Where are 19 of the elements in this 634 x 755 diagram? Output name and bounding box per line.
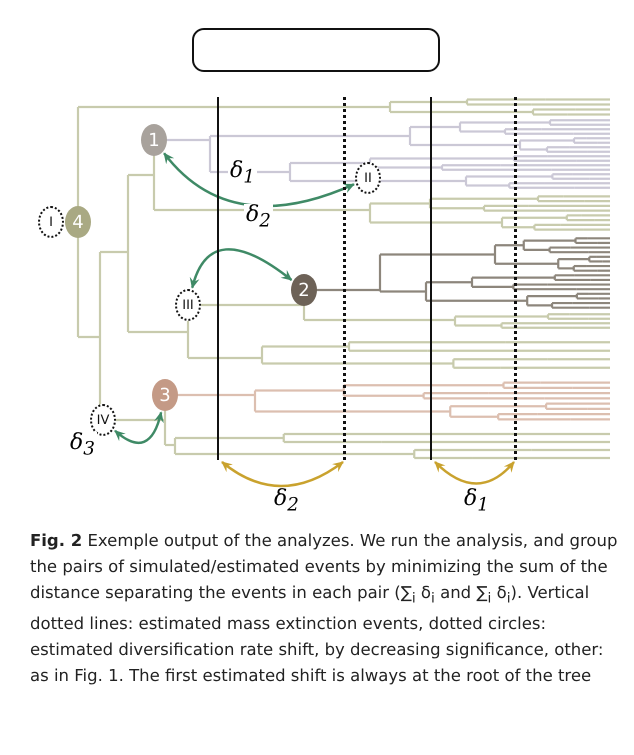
node-circle: 4 bbox=[65, 206, 91, 238]
title-box bbox=[192, 28, 440, 72]
figure-caption: Fig. 2 Exemple output of the analyzes. We run the analysis, and group the pairs of simulated/estimated events by minimizing the sum of the distance separating the events in each pair (∑$_{i}$ δ$_{i}$ and ∑$_{i}$ δ$_{i}$). Vertical dotted lines: estimated mass extinction events, dotted circles: estimated diversification rate shift, by decreasing significance, other: as in Fig. 1. The first estimated shift is always at the root of the tree bbox=[30, 530, 618, 688]
double-arrow bbox=[221, 460, 344, 488]
solid-vertical-line bbox=[217, 97, 220, 460]
double-arrow bbox=[434, 461, 515, 485]
double-arrow bbox=[114, 411, 164, 444]
dotted-circle: IV bbox=[90, 404, 116, 436]
node-circle: 1 bbox=[141, 124, 167, 156]
node-circle: 3 bbox=[152, 379, 178, 411]
dotted-circle: III bbox=[175, 289, 201, 321]
dotted-circle: I bbox=[38, 206, 64, 238]
double-arrow bbox=[190, 248, 292, 289]
double-arrow bbox=[163, 152, 355, 208]
dotted-vertical-line bbox=[514, 97, 517, 460]
dotted-vertical-line bbox=[343, 97, 346, 460]
solid-vertical-line bbox=[430, 97, 433, 460]
dotted-circle: II bbox=[355, 162, 381, 194]
node-circle: 2 bbox=[291, 274, 317, 306]
